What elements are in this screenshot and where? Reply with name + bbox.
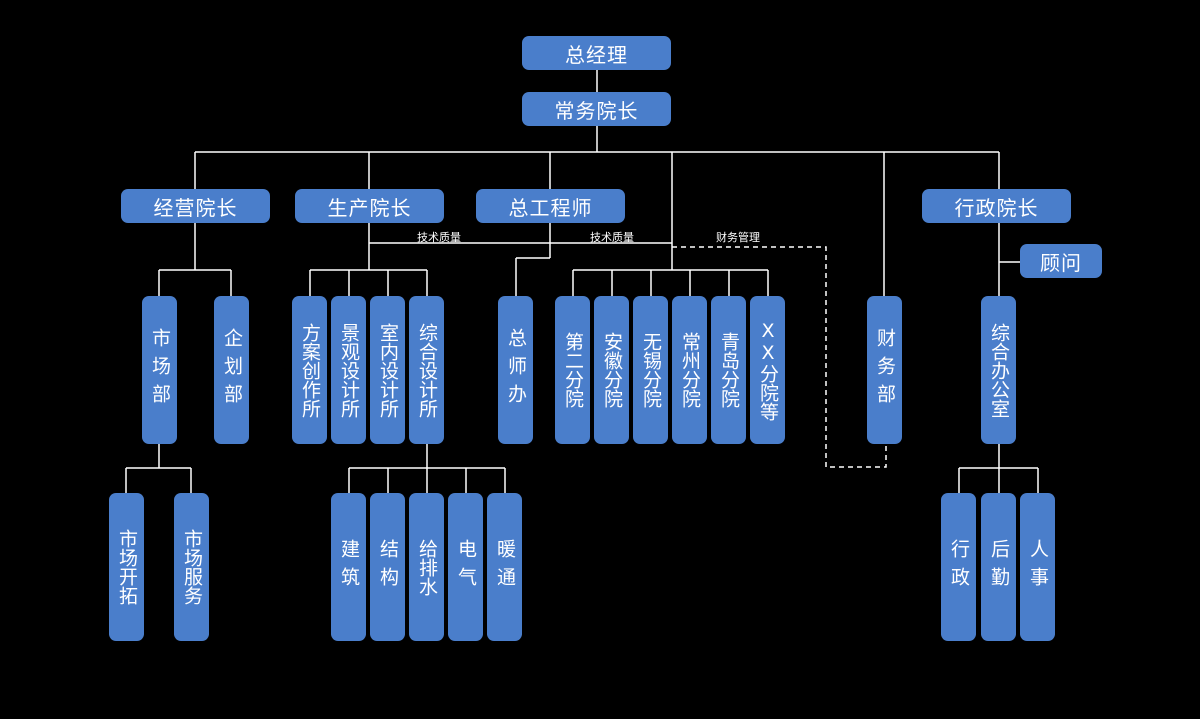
node-market-development[interactable]: 市场开拓 (109, 493, 144, 641)
label-finance-management: 财务管理 (716, 231, 760, 244)
label-tech-quality-left: 技术质量 (417, 231, 461, 244)
node-branch-qingdao[interactable]: 青岛分院 (711, 296, 746, 444)
node-branch-anhui[interactable]: 安徽分院 (594, 296, 629, 444)
node-general-manager[interactable]: 总经理 (522, 36, 671, 70)
node-chief-office[interactable]: 总师办 (498, 296, 533, 444)
node-branch-second[interactable]: 第二分院 (555, 296, 590, 444)
node-finance-dept[interactable]: 财务部 (867, 296, 902, 444)
node-scheme-studio[interactable]: 方案创作所 (292, 296, 327, 444)
node-personnel[interactable]: 人事 (1020, 493, 1055, 641)
node-electrical[interactable]: 电气 (448, 493, 483, 641)
node-planning-dept[interactable]: 企划部 (214, 296, 249, 444)
node-architecture[interactable]: 建筑 (331, 493, 366, 641)
node-landscape-studio[interactable]: 景观设计所 (331, 296, 366, 444)
node-hvac[interactable]: 暖通 (487, 493, 522, 641)
node-advisor[interactable]: 顾问 (1020, 244, 1102, 278)
node-branch-changzhou[interactable]: 常州分院 (672, 296, 707, 444)
node-admin-section[interactable]: 行政 (941, 493, 976, 641)
node-market-service[interactable]: 市场服务 (174, 493, 209, 641)
node-production-vp[interactable]: 生产院长 (295, 189, 444, 223)
node-admin-vp[interactable]: 行政院长 (922, 189, 1071, 223)
label-tech-quality-right: 技术质量 (590, 231, 634, 244)
node-chief-engineer[interactable]: 总工程师 (476, 189, 625, 223)
node-executive-vp[interactable]: 常务院长 (522, 92, 671, 126)
node-integrated-studio[interactable]: 综合设计所 (409, 296, 444, 444)
node-structure[interactable]: 结构 (370, 493, 405, 641)
node-plumbing[interactable]: 给排水 (409, 493, 444, 641)
finance-mgmt-dashed-line (672, 246, 887, 468)
node-branch-xx[interactable]: XX分院等 (750, 296, 785, 444)
node-interior-studio[interactable]: 室内设计所 (370, 296, 405, 444)
node-branch-wuxi[interactable]: 无锡分院 (633, 296, 668, 444)
node-business-vp[interactable]: 经营院长 (121, 189, 270, 223)
node-logistics[interactable]: 后勤 (981, 493, 1016, 641)
node-market-dept[interactable]: 市场部 (142, 296, 177, 444)
node-general-office[interactable]: 综合办公室 (981, 296, 1016, 444)
